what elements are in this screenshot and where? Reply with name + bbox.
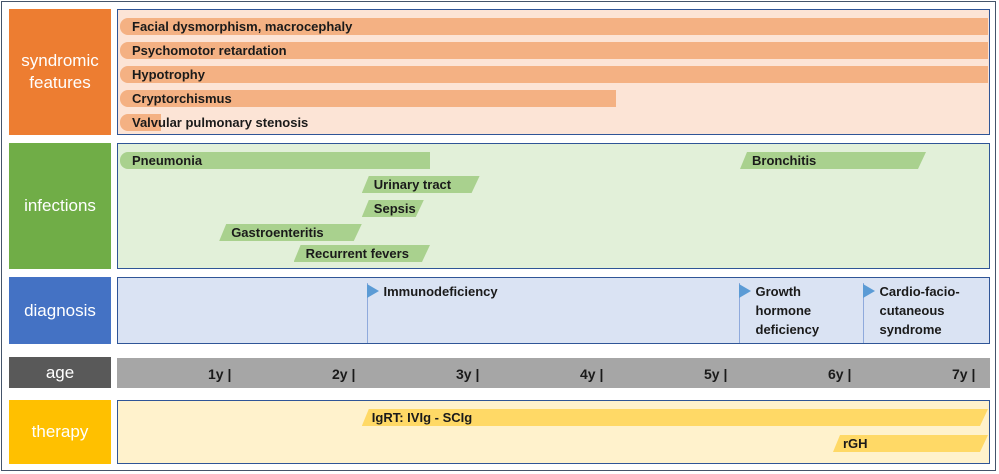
- bar-psychomotor-retardation: Psychomotor retardation: [120, 42, 988, 59]
- label-age: age: [9, 357, 111, 388]
- bar-igrt-ivig-scig: IgRT: IVIg - SCIg: [362, 409, 988, 426]
- diagnosis-label-line: deficiency: [755, 322, 820, 337]
- bar-facial-dysmorphism-macrocephaly: Facial dysmorphism, macrocephaly: [120, 18, 988, 35]
- diagnosis-label-line: Cardio-facio-: [879, 284, 960, 299]
- diagnosis-label-line: hormone: [755, 303, 812, 318]
- diagnosis-label: Cardio-facio-cutaneous syndrome: [880, 282, 960, 339]
- diagnosis-marker-line: [862, 283, 864, 343]
- age-tick-label: 2y |: [332, 366, 356, 382]
- bar-cryptorchismus: Cryptorchismus: [120, 90, 616, 107]
- panel-diagnosis: [117, 277, 990, 344]
- bar-urinary-tract: Urinary tract: [362, 176, 480, 193]
- bar-rgh: rGH: [833, 435, 988, 452]
- diagnosis-marker-line: [366, 283, 368, 343]
- diagnosis-label-line: cutaneous: [879, 303, 945, 318]
- bar-valvular-pulmonary-stenosis: Valvular pulmonary stenosis: [120, 114, 308, 131]
- diagnosis-label-line: Growth: [755, 284, 802, 299]
- bar-recurrent-fevers: Recurrent fevers: [294, 245, 430, 262]
- age-tick-label: 7y |: [952, 366, 976, 382]
- diagnosis-marker-arrow-icon: [366, 284, 379, 298]
- bar-pneumonia: Pneumonia: [120, 152, 430, 169]
- diagnosis-label-line: Immunodeficiency: [383, 284, 498, 299]
- age-tick-label: 4y |: [580, 366, 604, 382]
- age-tick-label: 3y |: [456, 366, 480, 382]
- diagnosis-marker-arrow-icon: [862, 284, 875, 298]
- label-therapy: therapy: [9, 400, 111, 464]
- bar-gastroenteritis: Gastroenteritis: [219, 224, 362, 241]
- label-syndromic-features: syndromic features: [9, 9, 111, 135]
- bar-sepsis: Sepsis: [362, 200, 424, 217]
- diagnosis-label: Growth hormone deficiency: [756, 282, 820, 339]
- age-tick-label: 1y |: [208, 366, 232, 382]
- age-tick-label: 6y |: [828, 366, 852, 382]
- panel-age-axis: [117, 358, 990, 388]
- bar-bronchitis: Bronchitis: [740, 152, 926, 169]
- diagnosis-marker-arrow-icon: [738, 284, 751, 298]
- diagnosis-marker-line: [738, 283, 740, 343]
- age-tick-label: 5y |: [704, 366, 728, 382]
- diagnosis-label-line: syndrome: [879, 322, 942, 337]
- label-infections: infections: [9, 143, 111, 269]
- diagnosis-label: Immunodeficiency: [384, 282, 498, 301]
- label-diagnosis: diagnosis: [9, 277, 111, 344]
- bar-hypotrophy: Hypotrophy: [120, 66, 988, 83]
